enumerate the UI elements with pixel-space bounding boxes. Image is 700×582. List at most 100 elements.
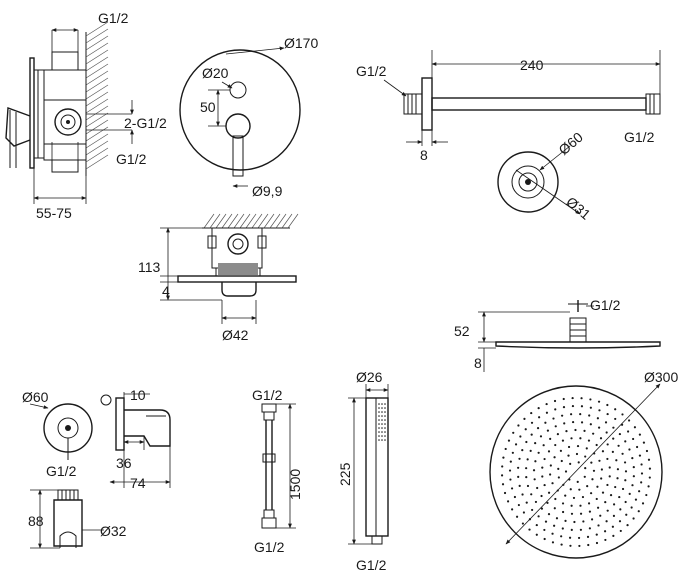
nozzle bbox=[545, 402, 548, 406]
nozzle bbox=[500, 474, 504, 477]
holder-projection-label: 10 bbox=[130, 387, 146, 403]
nozzle bbox=[584, 467, 587, 470]
nozzle bbox=[576, 444, 580, 448]
hatch-line bbox=[263, 213, 275, 229]
hand-nozzle bbox=[378, 439, 380, 441]
body-height-label: 113 bbox=[138, 259, 161, 275]
nozzle bbox=[632, 475, 635, 478]
nozzle bbox=[606, 443, 609, 446]
nozzle bbox=[580, 405, 584, 408]
nozzle bbox=[532, 469, 536, 472]
nozzle bbox=[536, 427, 540, 430]
nozzle bbox=[601, 450, 605, 453]
nozzle bbox=[576, 480, 579, 483]
plate-thickness-label: 4 bbox=[162, 283, 170, 299]
nozzle bbox=[528, 528, 531, 531]
nozzle bbox=[590, 518, 594, 521]
nozzle bbox=[609, 494, 613, 497]
nozzle bbox=[537, 407, 540, 410]
nozzle bbox=[564, 519, 567, 522]
hose-thread-top-label: G1/2 bbox=[252, 387, 283, 403]
nozzle bbox=[509, 460, 512, 463]
nozzle bbox=[614, 485, 617, 489]
nozzle bbox=[538, 416, 541, 419]
hatch-line bbox=[85, 105, 109, 121]
nozzle bbox=[560, 543, 563, 546]
hatch-line bbox=[85, 77, 109, 93]
hand-nozzle bbox=[381, 427, 383, 429]
nozzle bbox=[535, 533, 538, 536]
nozzle bbox=[556, 433, 559, 436]
nozzle bbox=[616, 468, 620, 471]
nozzle bbox=[561, 439, 565, 442]
hand-nozzle bbox=[384, 423, 386, 425]
nozzle bbox=[557, 476, 560, 479]
hand-nozzle bbox=[384, 431, 386, 433]
nozzle bbox=[608, 475, 611, 478]
hand-nozzle bbox=[384, 427, 386, 429]
hand-nozzle bbox=[384, 435, 386, 437]
nozzle bbox=[525, 476, 528, 479]
nozzle bbox=[605, 520, 608, 523]
nozzle bbox=[515, 515, 519, 518]
nozzle bbox=[598, 459, 601, 462]
nozzle bbox=[624, 440, 627, 443]
nozzle bbox=[619, 508, 622, 511]
hand-nozzle bbox=[378, 419, 380, 421]
hatch-line bbox=[281, 213, 293, 229]
nozzle bbox=[571, 404, 575, 408]
nozzle bbox=[628, 448, 631, 451]
nozzle bbox=[638, 454, 642, 457]
nozzle bbox=[590, 461, 593, 464]
handle-hub-diameter-label: Ø20 bbox=[202, 65, 229, 81]
hatch-line bbox=[85, 70, 109, 86]
nozzle bbox=[533, 478, 536, 481]
nozzle bbox=[517, 475, 520, 478]
nozzle bbox=[521, 522, 525, 525]
nozzle bbox=[634, 498, 638, 501]
nozzle bbox=[571, 396, 574, 400]
nozzle bbox=[569, 544, 572, 547]
hand-diameter-label: Ø26 bbox=[356, 369, 383, 385]
nozzle bbox=[604, 538, 607, 542]
nozzle bbox=[547, 491, 551, 494]
hand-nozzle bbox=[381, 419, 383, 421]
nozzle bbox=[577, 461, 580, 464]
nozzle bbox=[539, 435, 543, 438]
nozzle bbox=[551, 482, 554, 485]
nozzle bbox=[569, 488, 572, 491]
nozzle bbox=[621, 452, 624, 455]
holder-offset-label: 36 bbox=[116, 455, 132, 471]
arm-flange-thickness-label: 8 bbox=[420, 147, 428, 163]
nozzle bbox=[584, 455, 587, 458]
nozzle bbox=[511, 508, 514, 511]
nozzle bbox=[591, 478, 594, 481]
nozzle bbox=[514, 443, 518, 446]
nozzle bbox=[617, 444, 620, 447]
nozzle bbox=[534, 442, 537, 445]
wall-outlet-view: Ø60 G1/2 10 36 74 88 Ø32 bbox=[22, 387, 171, 549]
nozzle bbox=[648, 476, 651, 479]
nozzle bbox=[624, 479, 627, 482]
nozzle bbox=[579, 504, 582, 507]
lever-diameter-label: Ø9,9 bbox=[252, 183, 283, 199]
nozzle bbox=[635, 445, 639, 449]
hatch-line bbox=[85, 133, 109, 149]
nozzle bbox=[540, 494, 543, 498]
nozzle bbox=[526, 484, 530, 488]
nozzle bbox=[553, 456, 556, 459]
nozzle bbox=[504, 447, 507, 451]
outlet-thread-label: G1/2 bbox=[46, 463, 77, 479]
nozzle bbox=[523, 417, 526, 421]
hatch-line bbox=[85, 154, 109, 170]
nozzle bbox=[530, 493, 533, 496]
nozzle bbox=[612, 514, 616, 517]
nozzle bbox=[512, 431, 515, 434]
nozzle bbox=[519, 435, 522, 438]
shower-head-top-view: Ø300 bbox=[489, 369, 678, 559]
hatch-line bbox=[239, 213, 251, 229]
nozzle bbox=[524, 428, 527, 431]
hatch-line bbox=[221, 213, 233, 229]
nozzle bbox=[525, 467, 528, 470]
